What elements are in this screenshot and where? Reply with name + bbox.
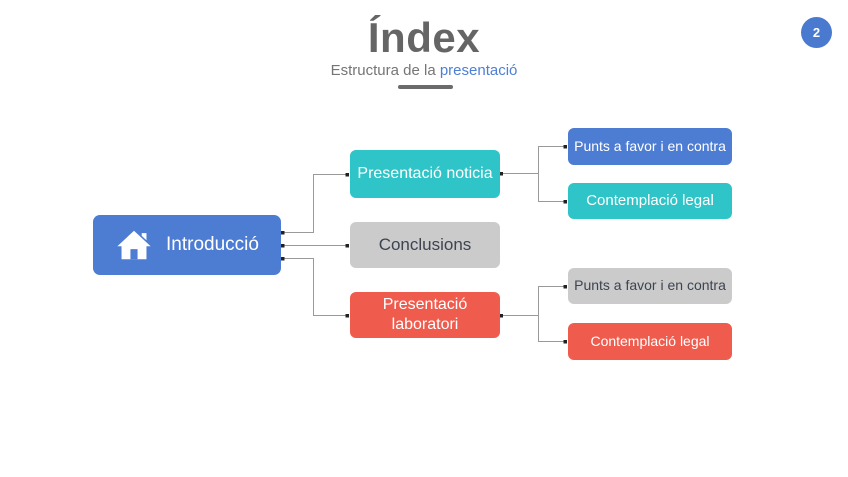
page-title: Índex [367, 14, 481, 61]
node-label: Punts a favor i en contra [574, 137, 726, 154]
node-label: Presentació laboratori [382, 296, 468, 333]
node-label: Contemplació legal [590, 332, 710, 349]
diagram-node-presentacio-laboratori: Presentació laboratori [350, 292, 500, 338]
node-label: Conclusions [378, 234, 472, 254]
node-label: Introducció [166, 234, 259, 256]
title-underline-decoration [398, 85, 453, 89]
subtitle-highlight: presentació [439, 62, 518, 79]
diagram-node-contemplacio-legal-laboratori: Contemplació legal [568, 323, 732, 360]
home-icon [115, 226, 153, 264]
node-label: Contemplació legal [586, 191, 714, 209]
page-number-badge: 2 [801, 17, 832, 48]
diagram-node-conclusions: Conclusions [350, 222, 500, 268]
slide-subtitle: Estructura de la presentació [0, 62, 848, 79]
page-number: 2 [812, 25, 821, 40]
node-label: Presentació noticia [357, 165, 493, 183]
node-label: Punts a favor i en contra [574, 277, 726, 294]
diagram-node-presentacio-noticia: Presentació noticia [350, 150, 500, 198]
diagram-node-punts-a-favor-noticia: Punts a favor i en contra [568, 128, 732, 165]
diagram-node-punts-a-favor-laboratori: Punts a favor i en contra [568, 268, 732, 304]
diagram-node-contemplacio-legal-noticia: Contemplació legal [568, 183, 732, 219]
subtitle-prefix: Estructura de la [330, 62, 440, 79]
diagram-node-introduccio: Introducció [93, 215, 281, 275]
